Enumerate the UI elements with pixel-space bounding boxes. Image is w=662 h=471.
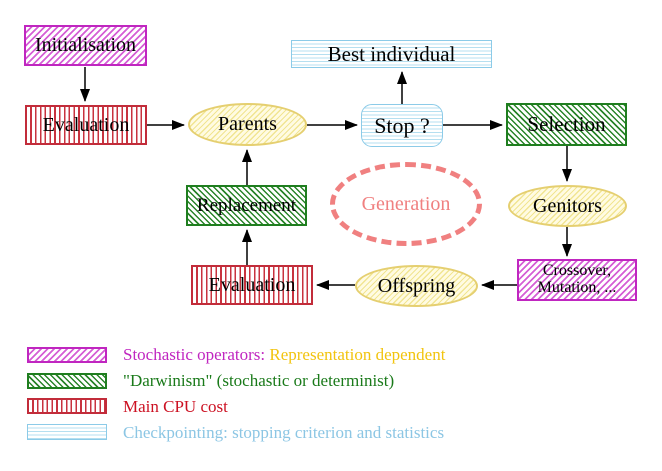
legend-label-cpu-cost: Main CPU cost — [123, 397, 228, 416]
node-offspring-label: Offspring — [377, 274, 456, 297]
legend-label-stochastic-part1: Stochastic operators: — [123, 345, 266, 364]
legend-label-checkpointing: Checkpointing: stopping criterion and st… — [123, 423, 445, 442]
legend-label-stochastic: Stochastic operators: Representation dep… — [123, 345, 445, 365]
node-selection-label: Selection — [527, 112, 606, 137]
green-hatch-swatch — [27, 373, 107, 389]
node-initialisation: Initialisation — [24, 25, 147, 66]
red-stripes-swatch — [27, 398, 107, 414]
node-evaluation-bottom-label: Evaluation — [208, 273, 296, 296]
node-selection: Selection — [506, 103, 627, 146]
node-best-individual-label: Best individual — [327, 41, 456, 66]
node-crossover-label: Crossover, — [542, 262, 612, 280]
node-parents-label: Parents — [218, 113, 277, 135]
node-stop: Stop ? — [361, 104, 443, 147]
node-replacement: Replacement — [186, 185, 307, 226]
node-offspring: Offspring — [355, 265, 478, 307]
node-best-individual: Best individual — [291, 40, 492, 68]
node-replacement-label: Replacement — [196, 194, 297, 216]
node-generation: Generation — [330, 162, 482, 246]
legend-label-stochastic-part2: Representation dependent — [269, 345, 446, 364]
magenta-hatch-swatch — [27, 347, 107, 363]
node-evaluation-top-label: Evaluation — [42, 113, 130, 136]
node-parents: Parents — [188, 103, 307, 146]
node-stop-label: Stop ? — [374, 112, 430, 138]
node-evaluation-top: Evaluation — [25, 105, 147, 145]
cyan-stripes-swatch — [27, 424, 107, 440]
node-initialisation-label: Initialisation — [34, 34, 137, 56]
node-crossover-mutation: Crossover, Mutation, ... — [517, 259, 637, 301]
node-evaluation-bottom: Evaluation — [191, 265, 313, 305]
node-genitors: Genitors — [508, 185, 627, 227]
node-mutation-label: Mutation, ... — [537, 279, 617, 296]
node-generation-label: Generation — [361, 192, 451, 215]
node-genitors-label: Genitors — [533, 194, 602, 217]
legend-label-darwinism: "Darwinism" (stochastic or determinist) — [123, 371, 395, 390]
